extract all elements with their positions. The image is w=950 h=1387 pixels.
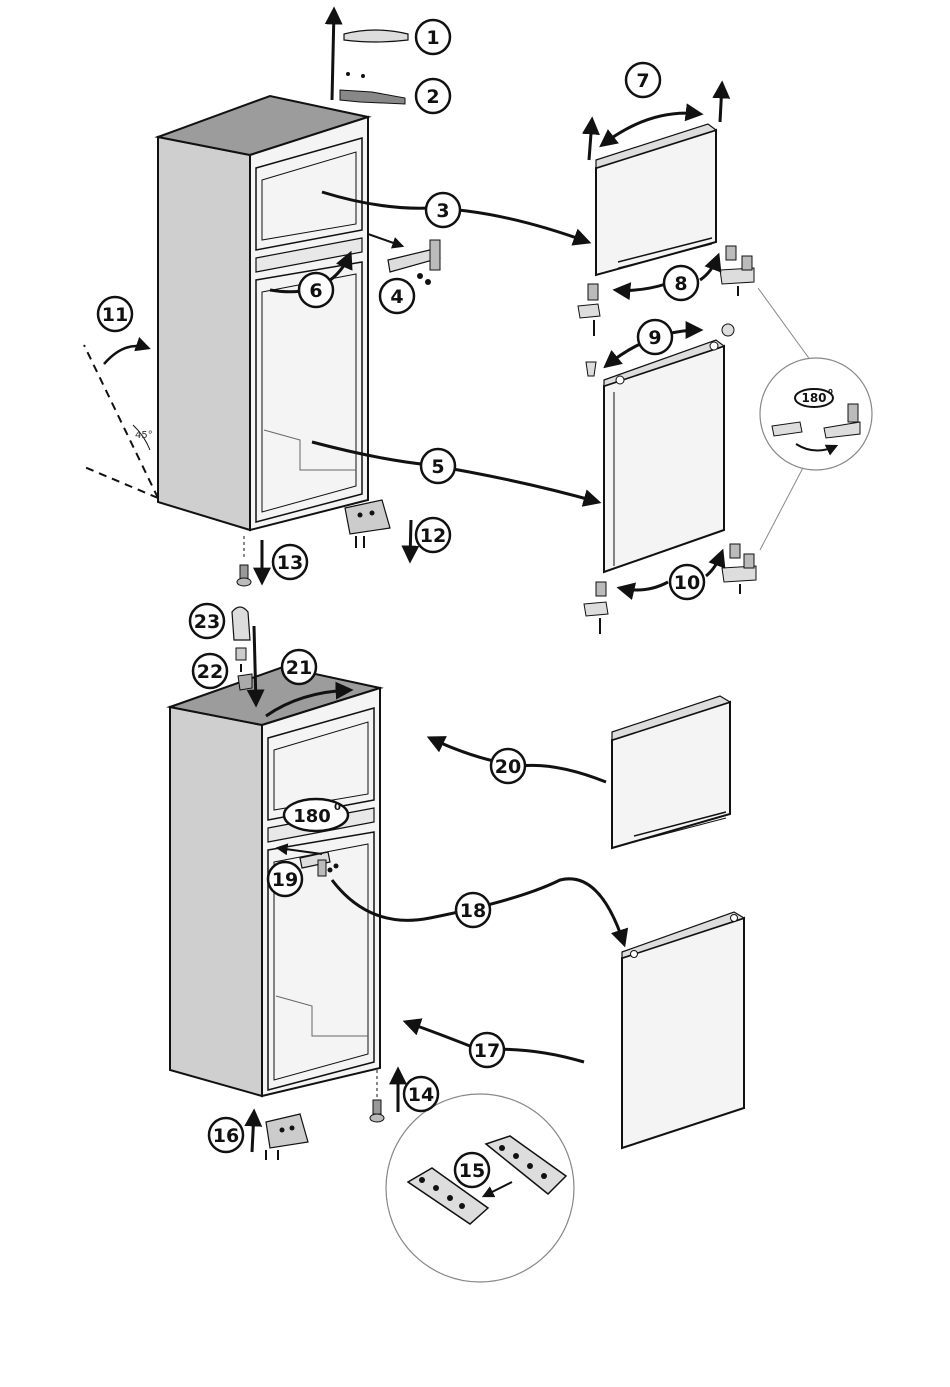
callout-7: 7 [626,63,660,97]
callout-number: 11 [102,304,128,326]
detail-circle-rotate-stop: 180 0 [758,288,872,550]
callout-number: 14 [408,1084,434,1106]
callout-number: 17 [474,1040,500,1062]
callout-14: 14 [404,1077,438,1111]
middle-hinge [368,234,440,285]
callout-18: 18 [456,893,490,927]
callout-number: 13 [277,552,303,574]
callout-number: 21 [286,657,312,679]
callout-4: 4 [380,279,414,313]
callout-number: 23 [194,611,220,633]
callout-number: 3 [436,200,449,222]
callout-21: 21 [282,650,316,684]
callout-5: 5 [421,449,455,483]
callout-number: 6 [309,280,322,302]
callout-number: 7 [636,70,649,92]
callout-8: 8 [664,266,698,300]
callout-number: 19 [272,869,298,891]
bottom-hinge-reinstall [252,1112,308,1160]
callout-12: 12 [416,518,450,552]
callout-number: 18 [460,900,486,922]
callout-number: 15 [459,1160,485,1182]
fridge-door-reinstall [332,879,744,1148]
fridge-door-removed [586,324,734,572]
callout-10: 10 [670,565,704,599]
callout-15: 15 [455,1153,489,1187]
fridge-top-disassembly [158,96,368,530]
callout-number: 1 [426,27,439,49]
angle-label: 45° [135,430,153,441]
detail-circle-hinge-swap [386,1094,574,1282]
callout-number: 5 [431,456,444,478]
callout-number: 16 [213,1125,239,1147]
freezer-door-reinstall [430,696,730,848]
freezer-door-removed [589,84,722,275]
rotation-label-large: 180 [293,806,331,827]
callout-19: 19 [268,862,302,896]
callout-13: 13 [273,545,307,579]
callout-number: 9 [648,327,661,349]
callout-number: 2 [426,86,439,108]
top-cover-parts [332,10,408,104]
degree-mark-small: 0 [828,388,833,396]
tilt-angle-guides: 45° [82,345,158,498]
callout-number: 10 [674,572,700,594]
callout-23: 23 [190,604,224,638]
callout-number: 22 [197,661,223,683]
callout-6: 6 [299,273,333,307]
callout-2: 2 [416,79,450,113]
callout-22: 22 [193,654,227,688]
callout-number: 12 [420,525,446,547]
callout-20: 20 [491,749,525,783]
callout-3: 3 [426,193,460,227]
callout-17: 17 [470,1033,504,1067]
degree-mark-large: 0 [334,802,341,813]
callout-number: 20 [495,756,521,778]
callout-number: 4 [390,286,403,308]
callout-11: 11 [98,297,132,331]
callout-1: 1 [416,20,450,54]
bottom-hinge-top [345,500,411,560]
adjustable-foot-bottom [370,1070,398,1122]
rotation-badge-large: 180 0 [284,799,348,831]
callout-number: 8 [674,273,687,295]
rotation-label-small: 180 [801,391,826,405]
callout-16: 16 [209,1118,243,1152]
adjustable-foot-top [237,536,262,586]
callout-9: 9 [638,320,672,354]
